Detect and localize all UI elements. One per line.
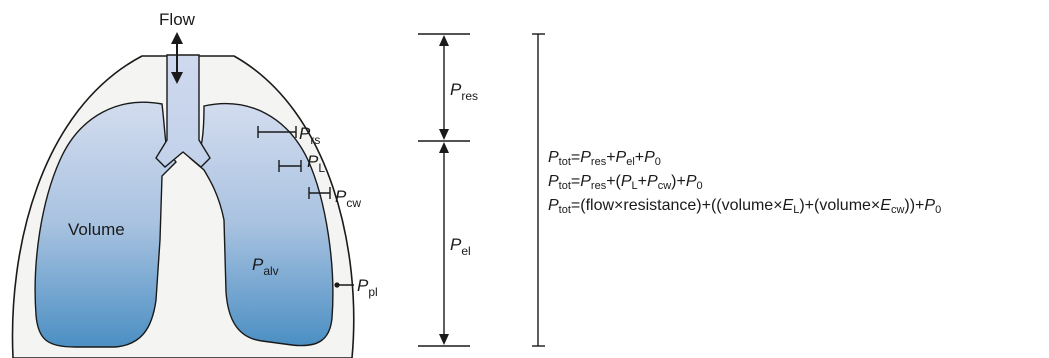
volume-label: Volume xyxy=(68,220,125,239)
flow-arrow xyxy=(171,32,183,84)
pressure-scale xyxy=(418,33,470,347)
p-rs-marker xyxy=(257,126,297,138)
p-alv-label: Palv xyxy=(252,255,279,278)
p-cw-label: Pcw xyxy=(335,187,361,210)
p-res-label: Pres xyxy=(450,80,478,103)
p-pl-label: Ppl xyxy=(357,276,378,299)
p-rs-label: Prs xyxy=(299,124,320,147)
right-lung xyxy=(188,102,334,347)
equation-total-pressure: Ptot=Pres+Pel+P0 xyxy=(548,149,661,168)
equation-elastic-components: Ptot=Pres+(PL+Pcw)+P0 xyxy=(548,173,703,192)
trachea xyxy=(155,54,211,168)
total-bracket xyxy=(532,33,545,347)
p-l-label: PL xyxy=(307,152,325,175)
equation-expanded: Ptot=(flow×resistance)+((volume×EL)+(vol… xyxy=(548,197,942,216)
flow-label: Flow xyxy=(159,10,196,29)
p-l-marker xyxy=(278,160,302,172)
p-pl-marker xyxy=(334,282,354,288)
p-cw-marker xyxy=(308,187,331,199)
left-lung xyxy=(34,101,177,348)
equations-block: Ptot=Pres+Pel+P0 Ptot=Pres+(PL+Pcw)+P0 P… xyxy=(548,146,941,218)
p-el-label: Pel xyxy=(450,235,471,258)
